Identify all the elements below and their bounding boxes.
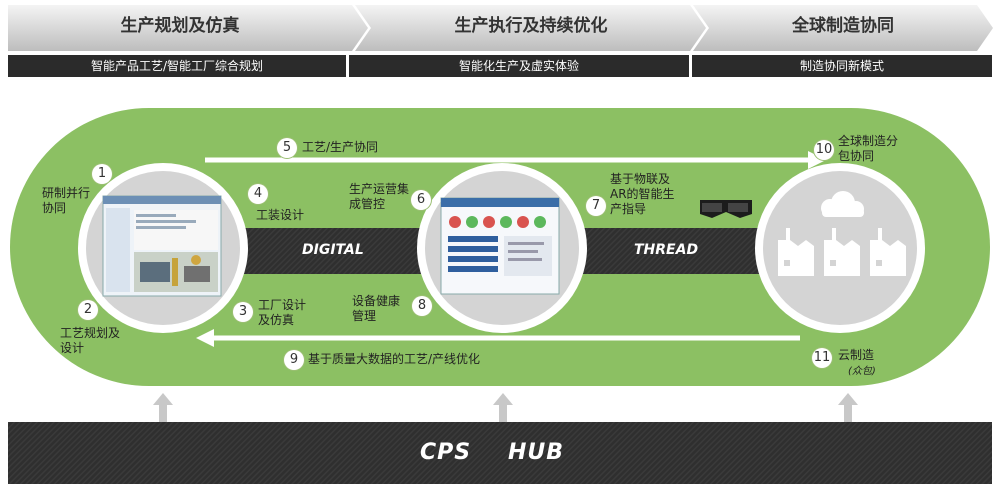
- item-9-number: 9: [284, 350, 304, 370]
- item-4-number: 4: [248, 184, 268, 204]
- stage-title-2: 生产执行及持续优化: [454, 16, 608, 36]
- item-3-label: 工厂设计及仿真: [258, 298, 307, 327]
- stage-chevron-3: [693, 5, 993, 51]
- item-4-label: 工装设计: [256, 208, 305, 222]
- dashboard-screenshot: [440, 197, 560, 295]
- item-5-number: 5: [277, 138, 297, 158]
- stage-subtitle-3: 制造协同新模式: [799, 59, 884, 73]
- item-11-note: (众包): [848, 366, 876, 377]
- stage-subtitle-2: 智能化生产及虚实体验: [458, 59, 579, 73]
- stage-subtitle-bar-1: [8, 55, 346, 77]
- item-1-number: 1: [92, 164, 112, 184]
- digital-label: DIGITAL: [302, 242, 364, 258]
- stage-chevron-1: [8, 5, 368, 51]
- ar-glasses-icon: [700, 200, 752, 218]
- item-11-label: 云制造: [838, 348, 875, 362]
- item-2-number: 2: [78, 300, 98, 320]
- cad-screenshot: [102, 195, 222, 297]
- item-6-label: 生产运营集成管控: [349, 182, 410, 211]
- item-2-label: 工艺规划及设计: [60, 326, 121, 355]
- item-10-number: 10: [814, 140, 834, 160]
- stage-title-1: 生产规划及仿真: [120, 16, 240, 36]
- stage-chevron-2: [355, 5, 706, 51]
- stage-subtitle-bar-2: [349, 55, 689, 77]
- item-3-number: 3: [233, 302, 253, 322]
- item-1-label: 研制并行协同: [42, 186, 91, 215]
- item-7-label: 基于物联及AR的智能生产指导: [610, 172, 675, 216]
- stage-subtitle-bar-3: [692, 55, 992, 77]
- stage-subtitle-1: 智能产品工艺/智能工厂综合规划: [90, 59, 264, 73]
- item-9-label: 基于质量大数据的工艺/产线优化: [308, 352, 481, 366]
- item-5-label: 工艺/生产协同: [302, 140, 379, 154]
- item-7-number: 7: [586, 196, 606, 216]
- thread-label: THREAD: [634, 242, 699, 258]
- item-8-label: 设备健康管理: [352, 294, 401, 323]
- item-10-label: 全球制造分包协同: [838, 134, 899, 163]
- cps-hub-bar: [8, 422, 992, 484]
- item-6-number: 6: [411, 190, 431, 210]
- hub-label: HUB: [508, 440, 565, 465]
- factory-icon: [778, 228, 906, 276]
- cps-label: CPS: [420, 440, 472, 465]
- item-11-note-text: 众包: [851, 366, 872, 377]
- item-11-number: 11: [812, 348, 832, 368]
- item-8-number: 8: [412, 296, 432, 316]
- cloud-icon: [821, 191, 864, 217]
- stage-title-3: 全球制造协同: [792, 16, 894, 36]
